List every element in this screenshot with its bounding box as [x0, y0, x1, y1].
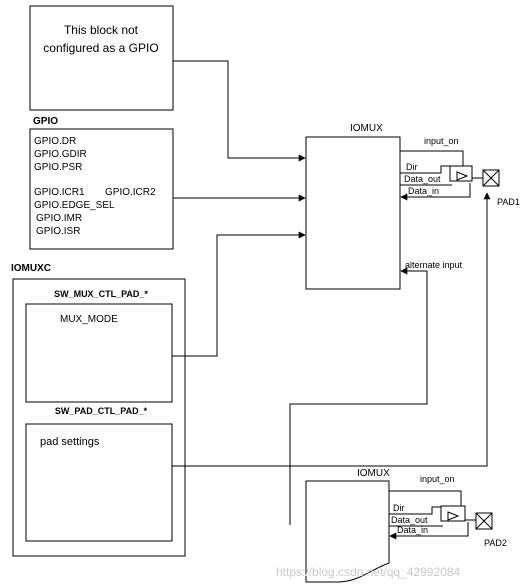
pad2-icon: [475, 512, 493, 530]
bottom-input-on-label: input_on: [420, 474, 455, 484]
alternate-input-line: [289, 267, 428, 525]
mux-mode-to-iomux-arrow: [172, 231, 306, 357]
bottom-dir-label: Dir: [393, 503, 405, 513]
pad-ctl-title: SW_PAD_CTL_PAD_*: [55, 406, 148, 416]
bottom-data-out-label: Data_out: [391, 515, 428, 525]
not-gpio-block: This block not configured as a GPIO: [29, 5, 174, 111]
iomux-bottom-signals: input_on Dir Data_out Data_in PAD2: [389, 474, 507, 548]
pad1-icon: [482, 169, 500, 187]
iomux-top-title: IOMUX: [350, 123, 383, 134]
top-data-in-label: Data_in: [408, 186, 439, 196]
not-gpio-to-iomux-arrow: [173, 60, 306, 162]
iomux-top-signals: input_on Dir Data_out Data_in PAD1 alter…: [400, 136, 520, 270]
top-dir-label: Dir: [406, 162, 418, 172]
iomux-top-block: IOMUX: [305, 123, 401, 290]
not-gpio-text-line1: This block not: [64, 23, 139, 37]
mux-ctl-title: SW_MUX_CTL_PAD_*: [54, 289, 148, 299]
gpio-reg-imr: GPIO.IMR: [36, 213, 82, 224]
pad-settings-label: pad settings: [40, 436, 100, 448]
pad2-label: PAD2: [484, 538, 507, 548]
gpio-reg-icr1: GPIO.ICR1: [34, 187, 85, 198]
pad-settings-to-pad1-line: [172, 192, 491, 467]
iomux-bottom-block: IOMUX: [305, 468, 390, 583]
gpio-reg-dr: GPIO.DR: [34, 136, 76, 147]
top-input-on-label: input_on: [424, 136, 459, 146]
iomuxc-title: IOMUXC: [11, 263, 51, 274]
top-data-out-label: Data_out: [404, 174, 441, 184]
alternate-input-label: alternate input: [405, 260, 463, 270]
connector-lines: [172, 60, 491, 525]
gpio-title: GPIO: [33, 116, 58, 127]
not-gpio-text-line2: configured as a GPIO: [43, 41, 158, 55]
gpio-block: GPIO GPIO.DR GPIO.GDIR GPIO.PSR GPIO.ICR…: [29, 116, 174, 250]
mux-mode-box: [25, 303, 173, 403]
gpio-reg-icr2: GPIO.ICR2: [105, 187, 156, 198]
gpio-reg-gdir: GPIO.GDIR: [34, 149, 87, 160]
bottom-data-in-label: Data_in: [397, 525, 428, 535]
watermark-text: https://blog.csdn.net/qq_42992084: [276, 565, 460, 579]
iomux-bottom-title: IOMUX: [357, 468, 390, 479]
mux-mode-label: MUX_MODE: [60, 314, 118, 325]
pad-settings-box: [25, 423, 173, 542]
gpio-reg-psr: GPIO.PSR: [34, 162, 82, 173]
gpio-reg-isr: GPIO.ISR: [36, 226, 80, 237]
pad1-label: PAD1: [497, 197, 520, 207]
iomuxc-block: IOMUXC SW_MUX_CTL_PAD_* MUX_MODE SW_PAD_…: [11, 263, 186, 557]
gpio-reg-edge-sel: GPIO.EDGE_SEL: [34, 200, 115, 211]
